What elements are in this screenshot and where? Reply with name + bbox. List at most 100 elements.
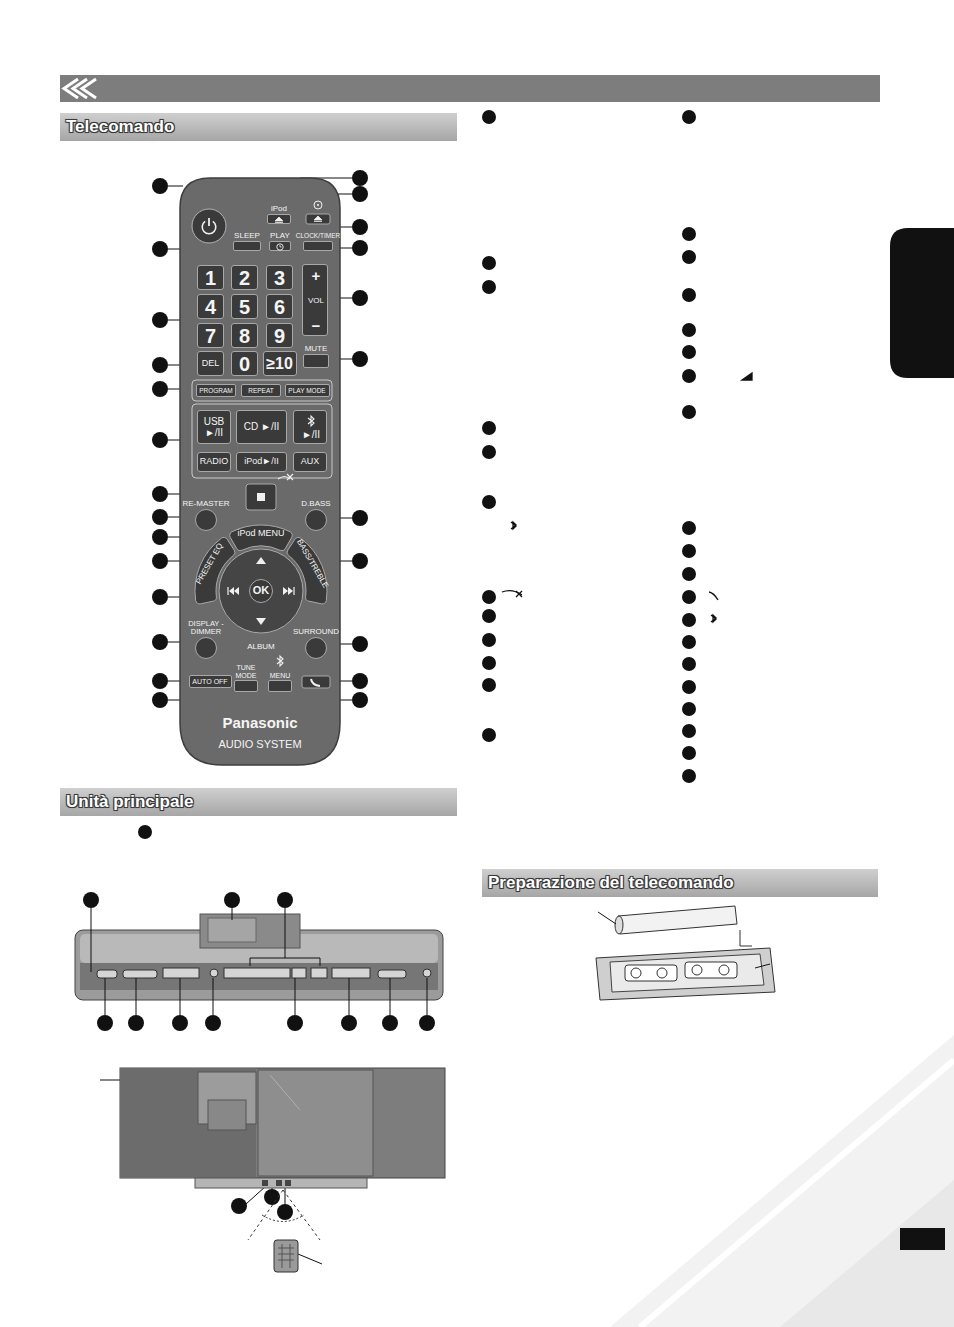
button-text: Panasonic bbox=[222, 715, 297, 731]
callout-marker bbox=[419, 1015, 435, 1031]
button-label: RE-MASTER bbox=[182, 500, 229, 508]
legend-icon bbox=[709, 592, 718, 600]
callout-marker bbox=[352, 351, 368, 367]
button-label: SLEEP bbox=[234, 232, 260, 240]
callout-marker bbox=[152, 381, 168, 397]
callout-leader bbox=[180, 978, 181, 1015]
button-label: PLAY bbox=[270, 232, 290, 240]
main-unit-front-view bbox=[278, 1244, 294, 1268]
arrow-icon bbox=[256, 618, 266, 625]
section-heading-band: Unità principale bbox=[60, 788, 457, 816]
disc-icon bbox=[314, 201, 322, 209]
main-unit-top-view bbox=[224, 968, 290, 978]
button-text: iPod MENU bbox=[237, 529, 284, 538]
button-text: USB ►/II bbox=[199, 417, 229, 438]
main-unit-top-view bbox=[80, 963, 438, 990]
callout-marker bbox=[352, 219, 368, 235]
remote-key: 2 bbox=[231, 265, 258, 290]
button-text: ≥10 bbox=[266, 355, 293, 372]
callout-marker bbox=[277, 892, 293, 908]
callout-leader bbox=[298, 1254, 322, 1264]
button-text: VOL bbox=[308, 297, 324, 305]
callout-marker bbox=[152, 312, 168, 328]
main-unit-front-view bbox=[276, 1180, 282, 1186]
callout-marker bbox=[83, 892, 99, 908]
round-button: D.BASS bbox=[305, 509, 327, 531]
legend-icon bbox=[711, 615, 716, 622]
remote-button: PROGRAM bbox=[196, 384, 236, 397]
legend-marker bbox=[682, 702, 696, 716]
battery-illustration bbox=[719, 965, 729, 975]
page-decoration bbox=[610, 1035, 954, 1327]
remote-button: CLOCK/TIMER bbox=[303, 241, 333, 251]
legend-marker bbox=[682, 250, 696, 264]
disc-icon bbox=[317, 204, 319, 206]
button-text: AUTO OFF bbox=[192, 678, 227, 685]
remote-button: TUNE MODE bbox=[234, 680, 258, 692]
remote-key: CD ►/II bbox=[236, 410, 287, 444]
bluetooth-icon bbox=[308, 416, 314, 426]
button-text: PLAY MODE bbox=[288, 387, 325, 394]
main-unit-front-view bbox=[120, 1068, 256, 1178]
skip-icon bbox=[227, 587, 228, 595]
legend-marker bbox=[682, 288, 696, 302]
remote-key: USB ►/II bbox=[197, 410, 231, 444]
page-decoration bbox=[900, 1228, 945, 1250]
section-heading: Preparazione del telecomando bbox=[488, 874, 734, 892]
legend-marker bbox=[482, 656, 496, 670]
callout-marker bbox=[277, 1204, 293, 1220]
section-heading-band: Telecomando bbox=[60, 113, 457, 141]
skip-icon bbox=[283, 587, 293, 595]
callout-marker bbox=[152, 529, 168, 545]
main-unit-front-view bbox=[258, 1070, 373, 1176]
battery-illustration bbox=[598, 912, 616, 924]
remote-key: 8 bbox=[231, 323, 258, 348]
callout-marker bbox=[152, 486, 168, 502]
callout-leader bbox=[390, 978, 391, 1015]
callout-marker bbox=[352, 636, 368, 652]
battery-illustration bbox=[596, 948, 775, 1000]
callout-marker bbox=[152, 692, 168, 708]
remote-key: 3 bbox=[266, 265, 293, 290]
legend-marker bbox=[682, 544, 696, 558]
stop-icon bbox=[257, 493, 265, 501]
main-unit-top-view bbox=[423, 969, 431, 977]
callout-marker bbox=[352, 553, 368, 569]
callout-marker bbox=[352, 510, 368, 526]
remote-key: iPod►/II bbox=[236, 452, 287, 472]
arrow-icon bbox=[256, 557, 266, 564]
callout-marker bbox=[352, 290, 368, 306]
remote-control-body bbox=[180, 178, 340, 765]
page-decoration bbox=[890, 228, 954, 378]
button-text: 6 bbox=[274, 296, 285, 317]
main-unit-top-view bbox=[210, 969, 218, 977]
button-label: TUNE MODE bbox=[231, 664, 261, 679]
legend-marker bbox=[682, 746, 696, 760]
legend-marker bbox=[682, 613, 696, 627]
remote-key: 0 bbox=[231, 351, 258, 376]
button-text: 8 bbox=[239, 325, 250, 346]
eject-icon bbox=[314, 216, 322, 222]
callout-marker bbox=[287, 1015, 303, 1031]
main-unit-top-view bbox=[97, 970, 117, 978]
callout-marker bbox=[152, 589, 168, 605]
button-text: 1 bbox=[205, 267, 216, 288]
skip-icon bbox=[293, 587, 294, 595]
page-decoration bbox=[780, 1180, 954, 1327]
main-unit-front-view bbox=[248, 1190, 320, 1240]
battery-illustration bbox=[685, 962, 737, 978]
power-button bbox=[192, 209, 226, 243]
remote-button: iPod bbox=[267, 214, 291, 224]
legend-icon bbox=[742, 373, 752, 380]
button-label: D.BASS bbox=[301, 500, 330, 508]
battery-illustration bbox=[740, 930, 752, 946]
legend-marker bbox=[682, 521, 696, 535]
main-unit-front-view bbox=[270, 1075, 300, 1110]
legend-marker bbox=[682, 345, 696, 359]
main-unit-top-view bbox=[378, 970, 406, 978]
callout-marker bbox=[152, 178, 168, 194]
remote-key: AUX bbox=[293, 452, 327, 472]
page-decoration bbox=[640, 1060, 954, 1327]
remote-button: MENU bbox=[268, 680, 292, 692]
callout-marker bbox=[97, 1015, 113, 1031]
